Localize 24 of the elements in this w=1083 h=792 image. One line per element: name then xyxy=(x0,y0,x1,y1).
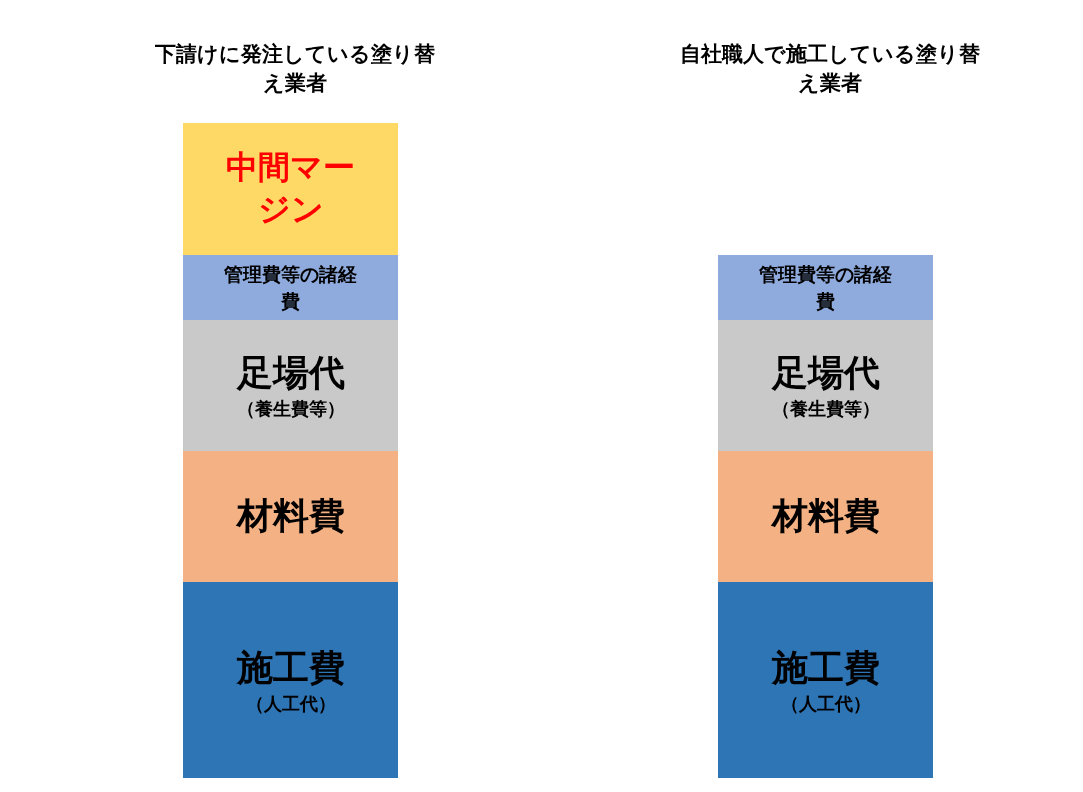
cost-block xyxy=(183,123,398,255)
cost-block xyxy=(718,255,933,320)
column-heading: 下請けに発注している塗り替え業者 xyxy=(154,41,436,98)
cost-block xyxy=(183,255,398,320)
cost-label: 施工費 xyxy=(236,645,345,690)
cost-note: （人工代） xyxy=(245,691,336,716)
cost-label: 材料費 xyxy=(236,494,345,539)
cost-block xyxy=(718,451,933,582)
cost-label: 施工費 xyxy=(771,645,880,690)
cost-block xyxy=(183,320,398,451)
cost-block xyxy=(183,582,398,778)
column-heading: 自社職人で施工している塗り替え業者 xyxy=(680,41,980,98)
cost-note: （人工代） xyxy=(780,691,871,716)
cost-block xyxy=(183,451,398,582)
cost-label: 足場代 xyxy=(236,351,345,396)
cost-label: 足場代 xyxy=(771,351,880,396)
cost-block xyxy=(718,320,933,451)
cost-block xyxy=(718,582,933,778)
cost-note: （養生費等） xyxy=(771,397,880,421)
margin-label: 中間マージン xyxy=(225,147,356,230)
cost-label: 管理費等の諸経費 xyxy=(223,261,358,314)
cost-label: 材料費 xyxy=(771,494,880,539)
cost-label: 管理費等の諸経費 xyxy=(758,261,893,314)
cost-note: （養生費等） xyxy=(236,397,345,421)
